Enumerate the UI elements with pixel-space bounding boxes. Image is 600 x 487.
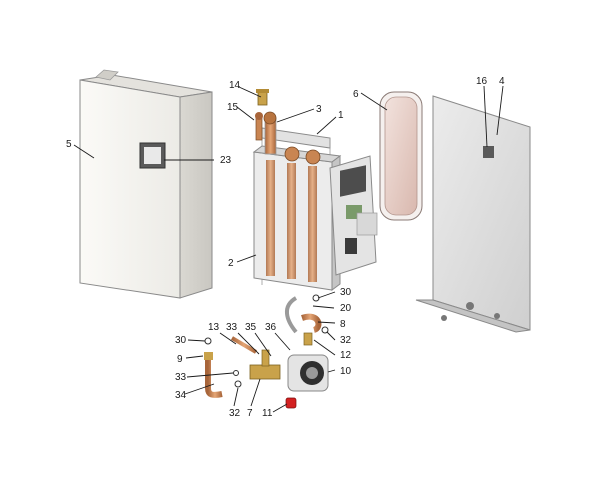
callout-30-left: 30 bbox=[175, 335, 187, 346]
plate-module-16 bbox=[483, 146, 494, 158]
callout-33-left: 33 bbox=[175, 372, 187, 383]
temperature-sensor bbox=[255, 112, 263, 141]
callout-30-top: 30 bbox=[340, 287, 352, 298]
callout-11: 11 bbox=[262, 408, 273, 419]
callout-20: 20 bbox=[340, 303, 352, 314]
callout-36: 36 bbox=[265, 322, 277, 333]
callout-7: 7 bbox=[247, 408, 253, 419]
callout-4: 4 bbox=[499, 76, 505, 87]
callout-33-top: 33 bbox=[226, 322, 238, 333]
callout-6: 6 bbox=[353, 89, 359, 100]
callout-34: 34 bbox=[175, 390, 187, 401]
callout-10: 10 bbox=[340, 366, 352, 377]
callout-5: 5 bbox=[66, 139, 72, 150]
callout-8: 8 bbox=[340, 319, 346, 330]
callout-16: 16 bbox=[476, 76, 488, 87]
hydraulic-parts bbox=[204, 294, 329, 409]
top-fitting bbox=[256, 89, 269, 106]
back-plate bbox=[415, 95, 531, 333]
callout-1: 1 bbox=[338, 110, 344, 121]
callout-32-right: 32 bbox=[340, 335, 352, 346]
callout-12: 12 bbox=[340, 350, 352, 361]
expansion-vessel bbox=[379, 91, 423, 221]
callout-23: 23 bbox=[220, 155, 232, 166]
leader-lines bbox=[73, 85, 504, 413]
callout-15: 15 bbox=[227, 102, 239, 113]
callout-3: 3 bbox=[316, 104, 322, 115]
callout-35: 35 bbox=[245, 322, 257, 333]
front-cover bbox=[79, 69, 213, 299]
heating-elements bbox=[263, 111, 321, 165]
callout-9: 9 bbox=[177, 354, 183, 365]
callout-13: 13 bbox=[208, 322, 220, 333]
control-board bbox=[329, 155, 378, 276]
callout-32-bottom: 32 bbox=[229, 408, 241, 419]
callout-2: 2 bbox=[228, 258, 234, 269]
callout-14: 14 bbox=[229, 80, 241, 91]
heat-exchanger-body bbox=[252, 145, 342, 291]
callout-labels: 1 2 3 4 5 6 7 8 9 10 11 12 13 14 15 16 2… bbox=[66, 76, 505, 419]
